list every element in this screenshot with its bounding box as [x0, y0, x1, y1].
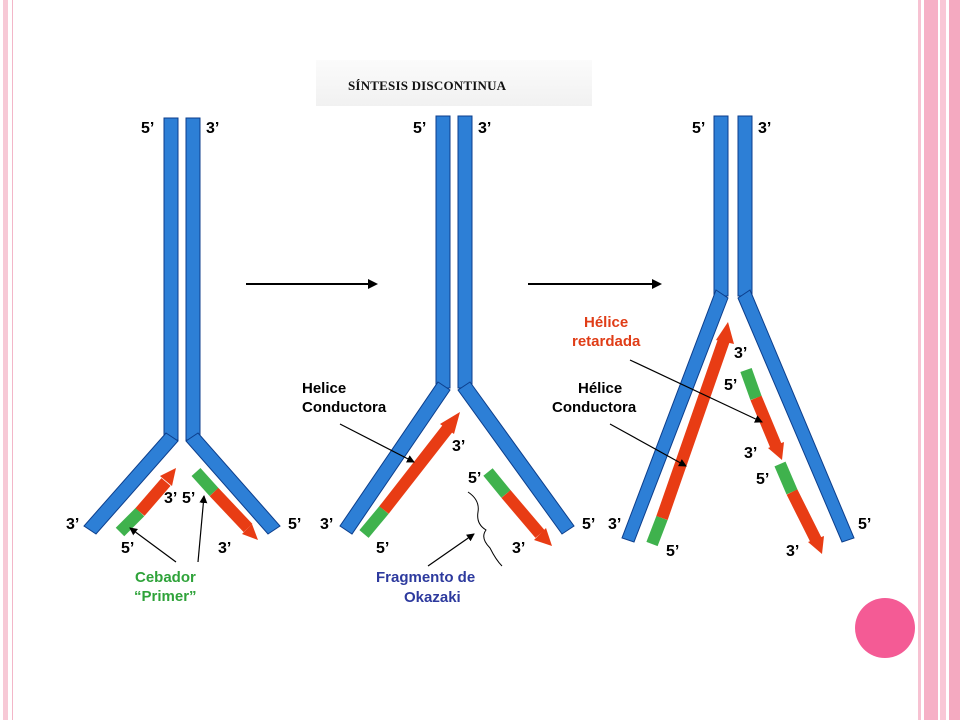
primer-label: Cebador: [135, 569, 196, 586]
lagging-label: retardada: [572, 333, 641, 350]
fork-panel-1: 5’ 3’ 3’ 5’ 3’ 5’ 5’ 3’ Cebador “Primer”: [66, 117, 301, 605]
leading-label: Helice: [302, 380, 346, 397]
end-label: 3’: [734, 345, 747, 362]
leading-pointer: [609, 423, 687, 467]
okazaki-label: Okazaki: [404, 589, 461, 606]
new-strand-right-head: [242, 524, 258, 540]
end-label: 3’: [744, 445, 757, 462]
end-label: 3’: [164, 490, 177, 507]
parent-strand-right: [185, 117, 201, 441]
end-label: 5’: [582, 516, 595, 533]
lagging-pointer: [629, 359, 763, 423]
okazaki-primer: [483, 468, 511, 498]
leading-label: Hélice: [578, 380, 622, 397]
primer-segment-left: [115, 507, 145, 537]
end-label: 3’: [320, 516, 333, 533]
parent-strand-right: [457, 115, 473, 389]
template-arm-right: [457, 381, 575, 535]
end-label: 5’: [182, 490, 195, 507]
new-strand-left: [379, 424, 453, 514]
leading-label: Conductora: [302, 399, 387, 416]
end-label: 3’: [66, 516, 79, 533]
okazaki-fragment-1-head: [768, 442, 784, 460]
okazaki-label: Fragmento de: [376, 569, 475, 586]
new-strand-left: [656, 338, 730, 520]
new-strand-left-head: [160, 468, 176, 486]
okazaki-fragment-head: [534, 528, 552, 546]
new-strand-left: [135, 478, 171, 516]
parent-strand-left: [435, 115, 451, 389]
end-label: 3’: [452, 438, 465, 455]
end-label: 5’: [692, 120, 705, 137]
fork-panel-2: 5’ 3’ 3’ 5’ 3’ 5’ 5’ 3’ Helice Conductor…: [302, 115, 595, 606]
new-strand-left-head: [440, 412, 460, 434]
leading-pointer: [339, 423, 415, 463]
template-arm-left: [83, 432, 179, 535]
new-strand-left-head: [716, 322, 734, 344]
okazaki-fragment: [501, 490, 545, 538]
end-label: 5’: [858, 516, 871, 533]
parent-strand-right: [737, 115, 753, 297]
end-label: 3’: [478, 120, 491, 137]
end-label: 3’: [512, 540, 525, 557]
end-label: 5’: [413, 120, 426, 137]
primer-segment-left: [359, 506, 389, 538]
end-label: 3’: [758, 120, 771, 137]
template-arm-right: [185, 432, 281, 535]
primer-label: “Primer”: [134, 588, 197, 605]
end-label: 3’: [608, 516, 621, 533]
okazaki-primer-2: [774, 461, 798, 495]
okazaki-primer-1: [740, 367, 762, 401]
slide-left-border: [0, 0, 13, 720]
end-label: 5’: [756, 471, 769, 488]
end-label: 5’: [468, 470, 481, 487]
slide-right-border: [918, 0, 960, 720]
end-label: 5’: [376, 540, 389, 557]
primer-segment-left: [646, 515, 668, 547]
fork-panel-3: 5’ 3’ 3’ 5’ 5’ 3’ 5’ 3’ 5’ 3’ Hélice ret…: [552, 115, 871, 560]
primer-segment-right: [191, 467, 219, 497]
parent-strand-left: [163, 117, 179, 441]
okazaki-brace: [467, 491, 503, 567]
primer-pointer-left: [129, 527, 177, 563]
end-label: 5’: [288, 516, 301, 533]
leading-label: Conductora: [552, 399, 637, 416]
end-label: 5’: [724, 377, 737, 394]
end-label: 5’: [141, 120, 154, 137]
end-label: 3’: [206, 120, 219, 137]
slide-title: SÍNTESIS DISCONTINUA: [348, 78, 507, 93]
title-box: [316, 60, 592, 106]
okazaki-pointer: [427, 533, 475, 567]
end-label: 3’: [786, 543, 799, 560]
template-arm-right: [737, 289, 855, 543]
new-strand-right: [209, 487, 253, 533]
okazaki-fragment-2-head: [808, 536, 824, 554]
lagging-label: Hélice: [584, 314, 628, 331]
slide-accent-circle: [855, 598, 915, 658]
end-label: 5’: [666, 543, 679, 560]
okazaki-fragment-2: [786, 489, 822, 543]
end-label: 5’: [121, 540, 134, 557]
template-arm-left: [339, 381, 451, 535]
end-label: 3’: [218, 540, 231, 557]
okazaki-fragment-1: [750, 395, 782, 449]
primer-pointer-right: [197, 495, 208, 563]
template-arm-left: [621, 289, 729, 543]
parent-strand-left: [713, 115, 729, 297]
